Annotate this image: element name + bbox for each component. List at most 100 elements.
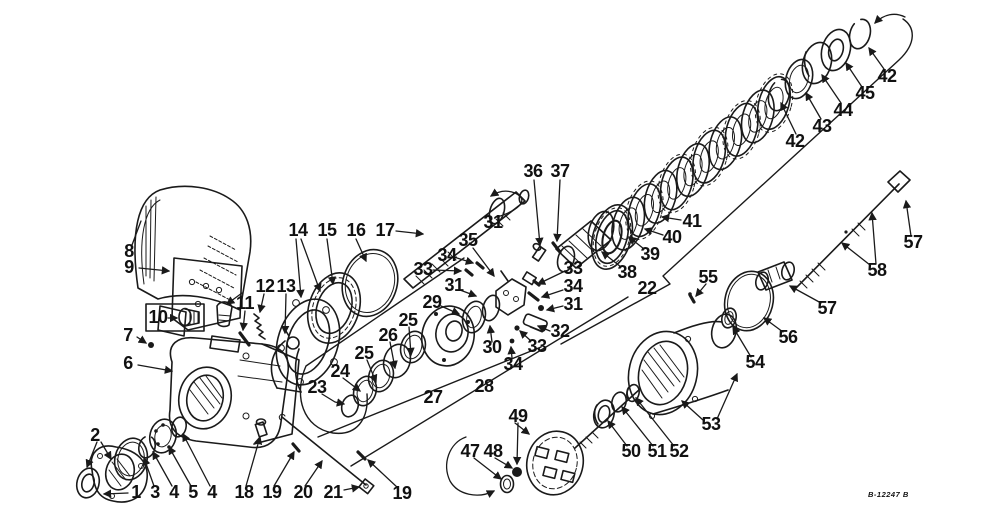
part-stud-18 — [254, 418, 268, 438]
callout-20: 20 — [293, 482, 313, 502]
clutch-disc — [594, 209, 630, 265]
callout-4-2: 4 — [207, 482, 217, 502]
callout-44: 44 — [833, 100, 853, 120]
part-pin-33a — [464, 268, 474, 277]
part-ring-54 — [720, 307, 738, 329]
callout-54: 54 — [745, 352, 765, 372]
clutch-disc — [683, 153, 703, 187]
part-pin-34b — [527, 291, 540, 302]
part-snap-ring-42b — [848, 18, 872, 50]
clutch-disc — [667, 167, 687, 200]
part-ball-48 — [512, 467, 522, 477]
callout-15: 15 — [317, 220, 337, 240]
clutch-disc — [627, 183, 662, 238]
part-bracket — [157, 257, 243, 337]
part-ball-7 — [148, 342, 154, 348]
clutch-disc — [659, 156, 694, 211]
clutch-disc — [611, 196, 646, 251]
part-washer-52 — [626, 383, 640, 403]
clutch-disc — [650, 180, 671, 214]
callout-37: 37 — [550, 161, 570, 181]
callout-10: 10 — [148, 307, 168, 327]
callout-35: 35 — [458, 230, 478, 250]
part-rod-20 — [278, 413, 367, 486]
group-line-28 — [350, 296, 629, 467]
callout-17: 17 — [375, 220, 395, 240]
callout-34-3: 34 — [503, 354, 523, 374]
callout-43: 43 — [812, 116, 832, 136]
callout-48: 48 — [483, 441, 503, 461]
callout-39: 39 — [640, 244, 660, 264]
group-line-27 — [299, 257, 542, 438]
callout-58: 58 — [867, 260, 887, 280]
callout-1: 1 — [131, 482, 141, 502]
clutch-disc — [740, 89, 775, 144]
part-housing — [168, 335, 300, 449]
callout-32: 32 — [550, 321, 570, 341]
callout-16: 16 — [346, 220, 366, 240]
callout-33-3: 33 — [527, 336, 547, 356]
callout-21: 21 — [323, 482, 343, 502]
callout-57: 57 — [817, 298, 837, 318]
part-ring-43 — [784, 58, 814, 100]
callout-29: 29 — [422, 292, 442, 312]
part-ring-30 — [481, 294, 501, 322]
part-bolt-33b — [521, 271, 541, 287]
callout-50: 50 — [621, 441, 641, 461]
clutch-disc — [618, 207, 638, 240]
callout-45: 45 — [855, 83, 875, 103]
part-screw-55 — [688, 292, 696, 304]
part-pin-19a — [291, 442, 301, 453]
callout-19-2: 19 — [392, 483, 412, 503]
callout-3: 3 — [150, 482, 160, 502]
part-retainer-plate — [495, 270, 527, 316]
leader-lines — [85, 13, 912, 498]
callout-55: 55 — [698, 267, 718, 287]
part-cover — [134, 185, 252, 311]
part-toothed-ring — [306, 272, 362, 344]
clutch-disc — [699, 140, 719, 173]
part-pto-shaft-58 — [795, 170, 911, 289]
callout-56: 56 — [778, 327, 798, 347]
clutch-disc — [722, 100, 761, 160]
clutch-disc — [643, 169, 678, 224]
clutch-disc — [689, 126, 729, 187]
callout-51: 51 — [647, 441, 667, 461]
callout-19: 19 — [262, 482, 282, 502]
callout-57-2: 57 — [903, 232, 923, 252]
part-pin-19b — [356, 450, 367, 461]
callout-53: 53 — [701, 414, 721, 434]
callout-31-2: 31 — [483, 212, 503, 232]
part-pin-34a — [475, 261, 485, 270]
callout-34: 34 — [437, 245, 457, 265]
part-ball-31c — [538, 305, 544, 311]
part-o-ring-56 — [723, 270, 775, 332]
callout-12: 12 — [255, 276, 275, 296]
clutch-disc — [675, 142, 711, 198]
part-o-ring-47 — [499, 474, 515, 494]
part-washer-44 — [801, 41, 833, 85]
part-nut-21 — [358, 478, 375, 495]
clutch-disc — [748, 100, 768, 133]
part-o-ring-16 — [341, 248, 399, 318]
callout-4: 4 — [169, 482, 179, 502]
callout-2: 2 — [90, 425, 100, 445]
callout-24: 24 — [330, 361, 350, 381]
part-ring-25b — [399, 330, 427, 364]
callout-5: 5 — [188, 482, 198, 502]
callout-23: 23 — [307, 377, 327, 397]
clutch-disc — [708, 116, 743, 171]
callout-31: 31 — [444, 275, 464, 295]
callout-41: 41 — [682, 211, 702, 231]
callout-38: 38 — [617, 262, 637, 282]
callout-52: 52 — [669, 441, 689, 461]
callout-14: 14 — [288, 220, 308, 240]
part-drum-53 — [627, 313, 738, 420]
part-cage-49 — [525, 430, 585, 496]
clutch-disc — [731, 113, 752, 147]
callout-33-2: 33 — [563, 258, 583, 278]
callout-28: 28 — [474, 376, 494, 396]
callout-36: 36 — [523, 161, 543, 181]
